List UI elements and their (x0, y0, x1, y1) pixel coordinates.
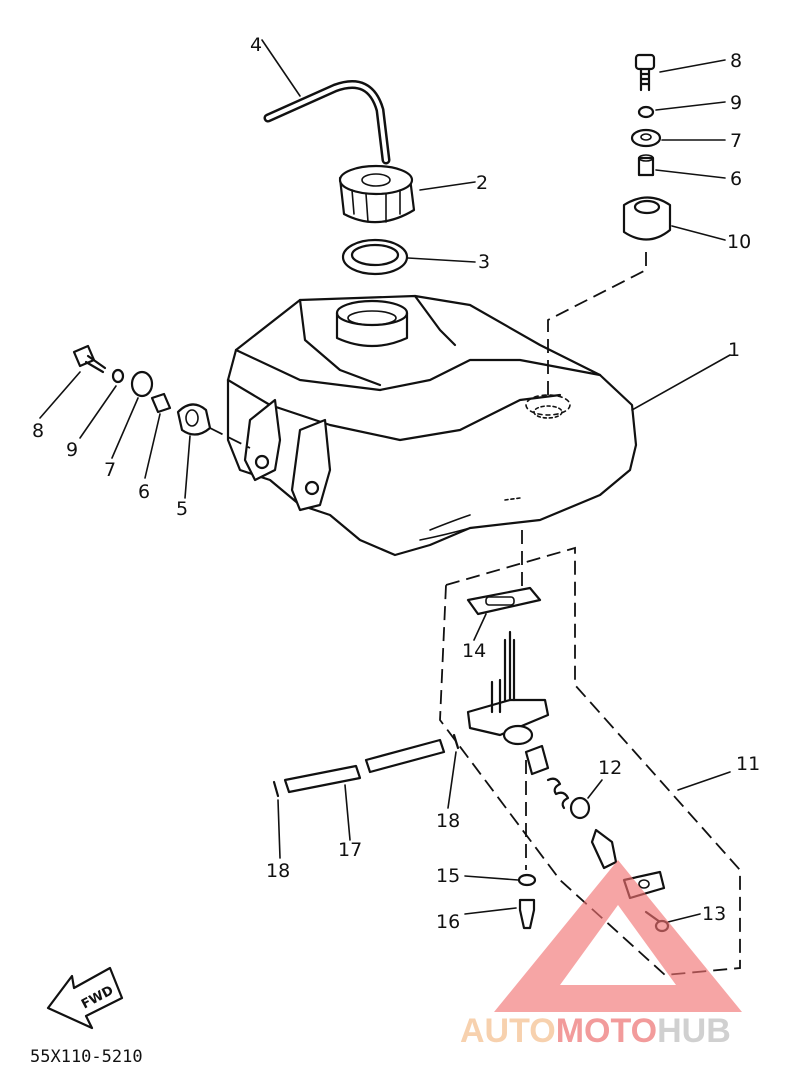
callout-18-left: 18 (266, 860, 290, 882)
watermark-auto: AUTO (460, 1012, 556, 1050)
fuel-tank-part-1 (226, 294, 638, 557)
callout-3: 3 (478, 251, 490, 273)
drawing-code: 55X110-5210 (30, 1047, 143, 1067)
callout-7-right: 7 (730, 130, 742, 152)
callout-9-right: 9 (730, 92, 742, 114)
watermark-triangle-logo (494, 860, 742, 1012)
leader-part-1 (631, 354, 731, 411)
fuel-cock-assembly (439, 530, 741, 976)
callout-2: 2 (476, 172, 488, 194)
callout-9-left: 9 (66, 439, 78, 461)
fuel-hose-part-17 (272, 733, 460, 859)
callout-18-right: 18 (436, 810, 460, 832)
callout-8-left: 8 (32, 420, 44, 442)
callout-7-left: 7 (104, 459, 116, 481)
callout-10: 10 (727, 231, 751, 253)
watermark-text: AUTOMOTOHUB (460, 1012, 731, 1050)
callout-15: 15 (436, 865, 460, 887)
callout-14: 14 (462, 640, 486, 662)
callout-6-left: 6 (138, 481, 150, 503)
gasket-part-3 (341, 238, 476, 276)
callout-17: 17 (338, 839, 362, 861)
watermark-hub: HUB (657, 1012, 731, 1050)
watermark-moto: MOTO (556, 1012, 657, 1050)
callout-1: 1 (728, 339, 740, 361)
callout-5: 5 (176, 498, 188, 520)
callout-13: 13 (702, 903, 726, 925)
rear-mount-hardware (547, 53, 726, 400)
callout-12: 12 (598, 757, 622, 779)
automotohub-watermark: AUTOMOTOHUB (460, 860, 742, 1050)
callout-6-right: 6 (730, 168, 742, 190)
callout-11: 11 (736, 753, 760, 775)
callout-16: 16 (436, 911, 460, 933)
fwd-direction-arrow: FWD (46, 966, 124, 1030)
front-mount-hardware (39, 344, 251, 499)
callout-labels: 1 2 3 4 5 6 6 7 7 8 8 9 9 10 11 12 13 14… (32, 34, 760, 933)
fuel-cap-part-2 (338, 164, 476, 224)
breather-hose-part-4 (261, 39, 391, 165)
callout-4: 4 (250, 34, 262, 56)
callout-8-right: 8 (730, 50, 742, 72)
